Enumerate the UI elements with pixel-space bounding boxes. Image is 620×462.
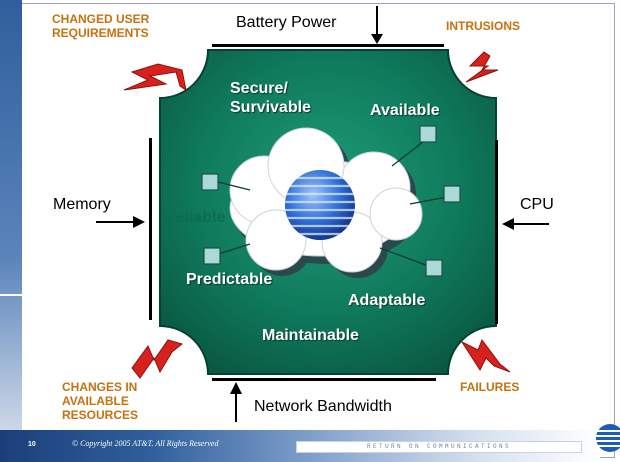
left-accent-band [0,0,22,430]
battery-bar [212,44,444,47]
cpu-label: CPU [520,196,554,213]
node-predictable [203,247,221,265]
node-reliable [201,173,219,191]
changes-resources-line-3: RESOURCES [62,408,139,422]
lightning-top-right [465,51,499,83]
secure-line-2: Survivable [230,99,311,116]
reliable-label: Reliable [164,209,226,226]
predictable-label: Predictable [186,271,273,288]
lightning-bottom-left [131,339,184,379]
maintainable-label: Maintainable [262,327,359,344]
node-available [419,125,437,143]
available-label: Available [370,102,440,119]
secure-line-1: Secure/ [230,80,288,97]
copyright-text: © Copyright 2005 AT&T. All Rights Reserv… [72,439,219,448]
intrusions-label: INTRUSIONS [446,19,521,33]
bandwidth-bar [212,378,436,381]
changes-resources-line-2: AVAILABLE [62,394,129,408]
slide-number: 10 [28,441,36,448]
lightning-bottom-right [460,338,511,373]
att-globe-logo [596,424,620,452]
secure-survivable-label: Secure/ Survivable [230,79,311,117]
changed-requirements-line-1: CHANGED USER [52,12,150,26]
battery-power-label: Battery Power [236,14,337,31]
cpu-arrow [502,218,549,230]
footer-tagline: RETURN ON COMMUNICATIONS [296,441,582,453]
lightning-top-left [123,63,187,92]
bandwidth-arrow [230,382,242,422]
changed-requirements-label: CHANGED USER REQUIREMENTS [52,12,149,40]
memory-bar [149,138,152,320]
memory-arrow [96,216,145,228]
network-bandwidth-label: Network Bandwidth [254,398,392,415]
node-cpu-side [443,185,461,203]
left-accent-divider [0,294,22,296]
changes-available-resources-label: CHANGES IN AVAILABLE RESOURCES [62,380,138,422]
node-adaptable [425,259,443,277]
battery-arrow [371,6,383,44]
cpu-bar [495,140,498,324]
changes-resources-line-1: CHANGES IN [62,380,138,394]
failures-label: FAILURES [460,380,520,394]
memory-label: Memory [53,196,111,213]
globe [285,170,355,240]
changed-requirements-line-2: REQUIREMENTS [52,26,149,40]
adaptable-label: Adaptable [348,292,426,309]
